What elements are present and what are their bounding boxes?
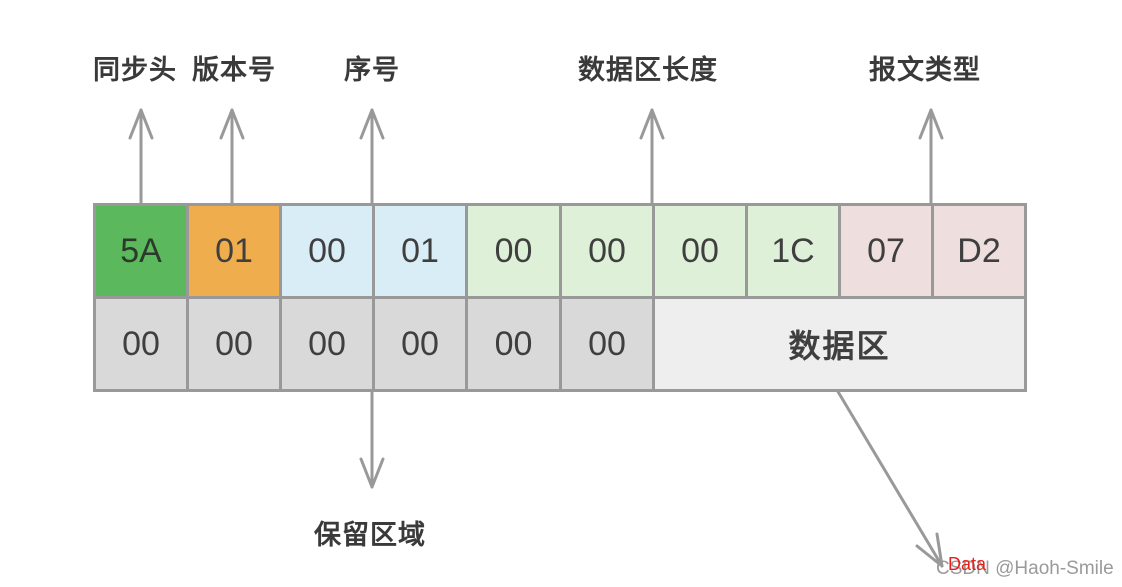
label-version: 版本号 (192, 55, 276, 86)
data-area-cell: 数据区 (652, 296, 1027, 392)
watermark: CSDN @Haoh-Smile (936, 558, 1114, 579)
byte-cell: D2 (931, 203, 1027, 299)
byte-cell: 01 (186, 203, 282, 299)
arrow-version-head (219, 108, 245, 140)
label-reserved: 保留区域 (314, 520, 426, 551)
byte-cell: 00 (279, 203, 375, 299)
arrow-data-area-head (915, 532, 944, 568)
byte-cell: 1C (745, 203, 841, 299)
label-message-type: 报文类型 (869, 55, 981, 86)
reserved-byte-cell: 00 (465, 296, 562, 392)
label-data-length: 数据区长度 (578, 55, 718, 86)
reserved-byte-cell: 00 (372, 296, 468, 392)
data-tag: Data (948, 554, 987, 574)
reserved-byte-cell: 00 (93, 296, 189, 392)
reserved-byte-cell: 00 (559, 296, 655, 392)
arrow-sequence-head (359, 108, 385, 140)
label-sequence: 序号 (344, 55, 400, 86)
arrow-reserved-head (359, 457, 385, 489)
byte-cell: 07 (838, 203, 934, 299)
reserved-byte-cell: 00 (279, 296, 375, 392)
byte-cell: 00 (465, 203, 562, 299)
arrow-sync-header-head (128, 108, 154, 140)
byte-cell: 5A (93, 203, 189, 299)
arrow-message-type-head (918, 108, 944, 140)
reserved-byte-cell: 00 (186, 296, 282, 392)
arrow-data-area (835, 388, 944, 568)
byte-cell: 00 (559, 203, 655, 299)
byte-cell: 01 (372, 203, 468, 299)
byte-cell: 00 (652, 203, 748, 299)
arrow-data-length-head (639, 108, 665, 140)
label-sync-header: 同步头 (93, 55, 177, 86)
